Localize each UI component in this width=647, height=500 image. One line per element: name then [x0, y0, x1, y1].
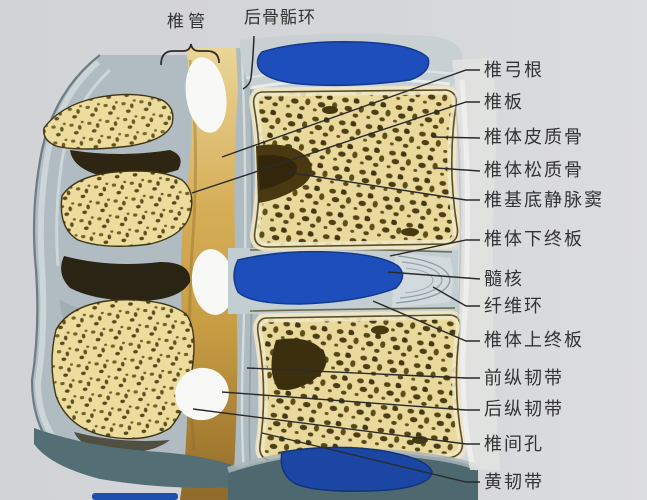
leader-anterior-longitudinal-ligament: [246, 367, 480, 379]
nucleus-pulposus-bottom: [280, 446, 433, 492]
label-inferior-endplate: 椎体下终板: [484, 229, 584, 249]
basivertebral-sinus-lower: [271, 338, 327, 390]
leader-posterior-epiphyseal-ring: [242, 35, 255, 90]
leader-ligamentum-flavum: [261, 432, 480, 483]
label-posterior-epiphyseal-ring: 后骨骺环: [244, 8, 316, 27]
nucleus-pulposus-top: [256, 40, 430, 87]
leader-superior-endplate: [372, 300, 480, 342]
label-cancellous-bone: 椎体松质骨: [484, 160, 584, 180]
posterior-bone-upper: [43, 93, 174, 150]
label-posterior-longitudinal-ligament: 后纵韧带: [484, 399, 564, 419]
label-superior-endplate: 椎体上终板: [484, 330, 584, 350]
leader-basivertebral-sinus: [285, 171, 480, 201]
label-spinal-canal: 椎管: [167, 12, 209, 31]
brace-spinal-canal: [160, 43, 220, 66]
label-anterior-longitudinal-ligament: 前纵韧带: [484, 368, 564, 388]
posterior-bone-blocks: [43, 93, 195, 440]
vertebral-body-upper: [249, 85, 462, 252]
blue-sliver-bottom: [92, 493, 178, 500]
label-intervertebral-foramen: 椎间孔: [484, 434, 544, 454]
leader-intervertebral-foramen: [192, 408, 480, 445]
label-pedicle: 椎弓根: [484, 60, 544, 80]
disc-middle: [228, 248, 458, 314]
nucleus-pulposus-middle: [233, 250, 404, 305]
leader-cortical-bone: [431, 136, 481, 139]
label-annulus-fibrosus: 纤维环: [484, 296, 544, 316]
label-lamina: 椎板: [484, 92, 524, 112]
leader-pedicle: [221, 69, 480, 158]
foramen-oval-lower: [175, 367, 229, 421]
leader-nucleus-pulposus: [387, 271, 481, 280]
posterior-bone-lower: [51, 299, 195, 440]
leader-lines: [160, 35, 481, 483]
disc-top: [240, 33, 463, 94]
label-basivertebral-sinus: 椎基底静脉窦: [484, 190, 604, 210]
leader-lamina: [191, 101, 480, 194]
intervertebral-foramina: [175, 57, 235, 421]
leader-posterior-longitudinal-ligament: [221, 391, 480, 411]
anterior-longitudinal-band: [452, 58, 500, 470]
posterior-bone-middle: [60, 170, 193, 247]
label-nucleus-pulposus: 髓核: [484, 269, 524, 289]
label-ligamentum-flavum: 黄韧带: [484, 472, 544, 492]
disc-bottom: [34, 428, 480, 500]
leader-inferior-endplate: [389, 239, 480, 257]
leader-cancellous-bone: [435, 167, 481, 172]
label-cortical-bone: 椎体皮质骨: [484, 127, 584, 147]
leader-annulus-fibrosus: [432, 286, 480, 307]
